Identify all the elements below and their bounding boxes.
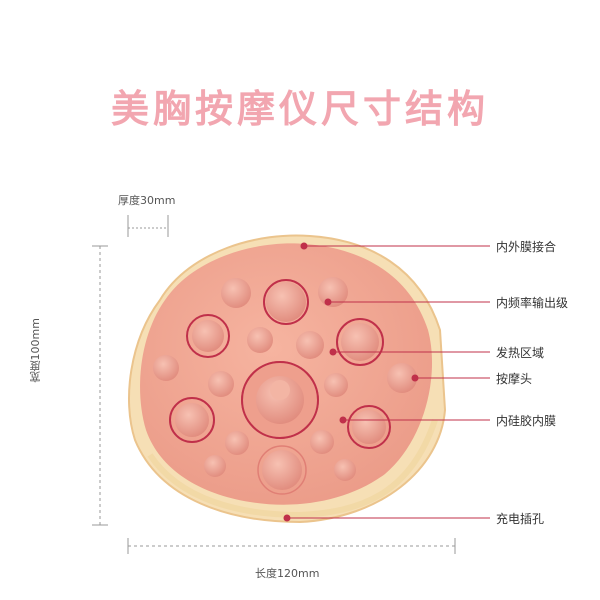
length-label: 长度120mm <box>255 567 320 580</box>
page-title: 美胸按摩仪尺寸结构 <box>110 87 489 131</box>
callout-frequency: 内频率输出级 <box>496 296 569 310</box>
callout-massage-head: 按摩头 <box>496 372 533 386</box>
callout-heating: 发热区域 <box>496 346 545 360</box>
width-label: 宽度100mm <box>29 318 42 383</box>
callout-outer-film: 内外膜接合 <box>496 240 557 254</box>
callout-silicone-film: 内硅胶内膜 <box>496 414 557 428</box>
thickness-label: 厚度30mm <box>118 194 176 207</box>
callout-charging-port: 充电插孔 <box>496 512 545 526</box>
massage-nubs <box>153 277 417 490</box>
